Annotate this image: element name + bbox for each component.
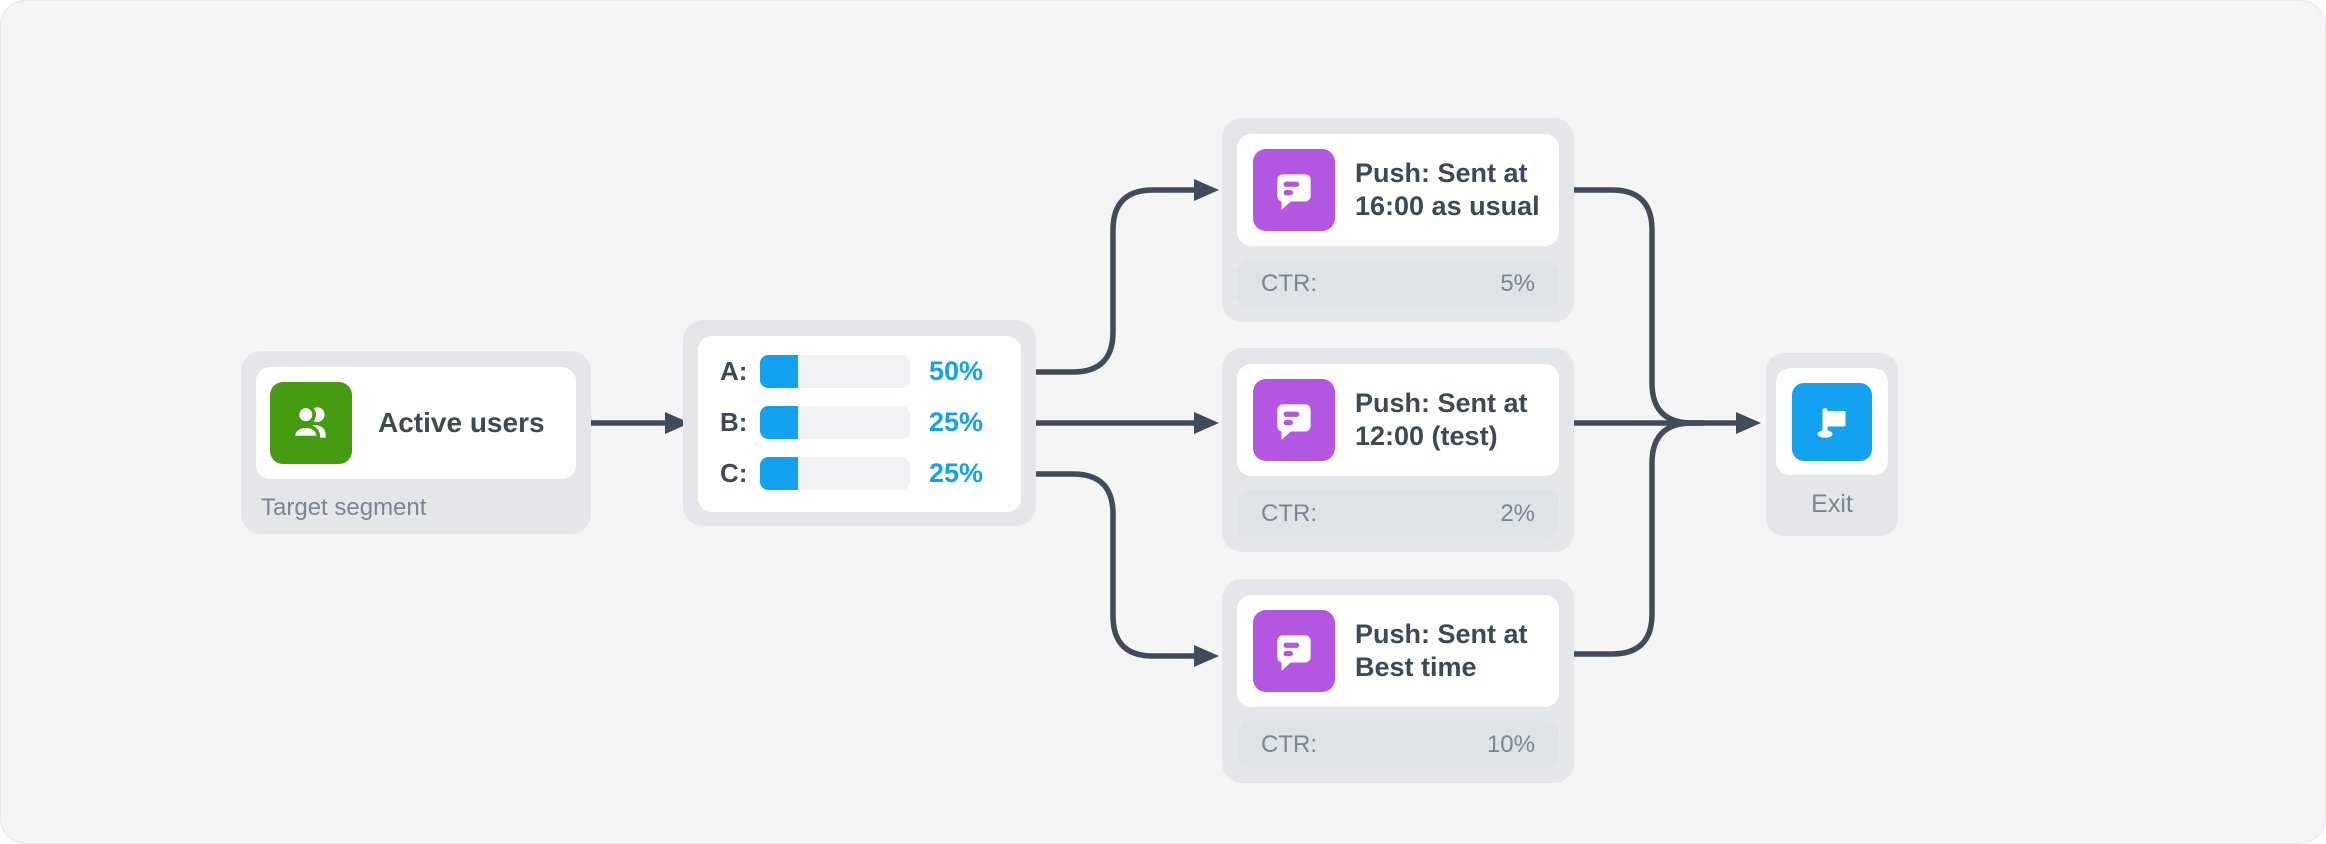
push1-ctr-value: 5% <box>1500 269 1535 297</box>
branch-b-bar <box>760 405 910 439</box>
branch-c-bar <box>760 456 910 490</box>
arrowhead-into-push3 <box>1194 645 1219 667</box>
exit-label: Exit <box>1811 490 1853 518</box>
wire-push1-to-exit <box>1553 187 1706 426</box>
split-branch-c: C: 25% <box>720 451 983 495</box>
branch-b-percent: 25% <box>928 406 983 437</box>
users-icon <box>270 382 352 464</box>
push1-card[interactable]: Push: Sent at 16:00 as usual <box>1237 134 1559 246</box>
push1-ctr-label: CTR: <box>1261 269 1317 297</box>
segment-title: Active users <box>378 407 545 438</box>
push3-title: Push: Sent at Best time <box>1355 619 1528 682</box>
split-branch-b: B: 25% <box>720 400 983 444</box>
push3-card[interactable]: Push: Sent at Best time <box>1237 595 1559 707</box>
push2-title: Push: Sent at 12:00 (test) <box>1355 388 1528 451</box>
wire-split-c-to-push3 <box>1014 471 1202 659</box>
branch-c-percent: 25% <box>928 457 983 488</box>
push2-ctr-label: CTR: <box>1261 499 1317 527</box>
arrowhead-into-push1 <box>1194 179 1219 201</box>
push-message-icon <box>1253 610 1335 692</box>
node-push-1200-test[interactable]: Push: Sent at 12:00 (test) CTR: 2% <box>1222 348 1574 552</box>
wire-split-a-to-push1 <box>1014 187 1202 375</box>
branch-b-label: B: <box>720 406 748 437</box>
arrowhead-into-push2 <box>1194 412 1219 434</box>
segment-card[interactable]: Active users <box>256 367 576 479</box>
branch-c-label: C: <box>720 457 748 488</box>
branch-a-label: A: <box>720 355 748 386</box>
node-ab-split[interactable]: A: 50% B: 25% C: 25% <box>683 320 1036 526</box>
push1-title: Push: Sent at 16:00 as usual <box>1355 158 1540 221</box>
push3-ctr-label: CTR: <box>1261 730 1317 758</box>
push3-ctr: CTR: 10% <box>1237 721 1559 768</box>
push2-ctr: CTR: 2% <box>1237 490 1559 537</box>
branch-a-percent: 50% <box>928 355 983 386</box>
node-push-1600[interactable]: Push: Sent at 16:00 as usual CTR: 5% <box>1222 118 1574 322</box>
push3-ctr-value: 10% <box>1486 730 1535 758</box>
arrowhead-into-exit <box>1736 412 1761 434</box>
push-message-icon <box>1253 379 1335 461</box>
node-exit[interactable]: Exit <box>1766 353 1898 536</box>
exit-card[interactable] <box>1776 368 1888 475</box>
flag-icon <box>1792 382 1872 461</box>
split-card[interactable]: A: 50% B: 25% C: 25% <box>698 336 1021 512</box>
split-branch-a: A: 50% <box>720 349 983 393</box>
push1-ctr: CTR: 5% <box>1237 260 1559 307</box>
branch-a-bar <box>760 354 910 388</box>
segment-caption: Target segment <box>261 494 427 521</box>
push2-ctr-value: 2% <box>1500 499 1535 527</box>
node-push-best-time[interactable]: Push: Sent at Best time CTR: 10% <box>1222 579 1574 783</box>
wire-push3-to-exit <box>1554 420 1706 657</box>
node-target-segment[interactable]: Active users Target segment <box>241 351 591 534</box>
push2-card[interactable]: Push: Sent at 12:00 (test) <box>1237 364 1559 476</box>
push-message-icon <box>1253 149 1335 231</box>
